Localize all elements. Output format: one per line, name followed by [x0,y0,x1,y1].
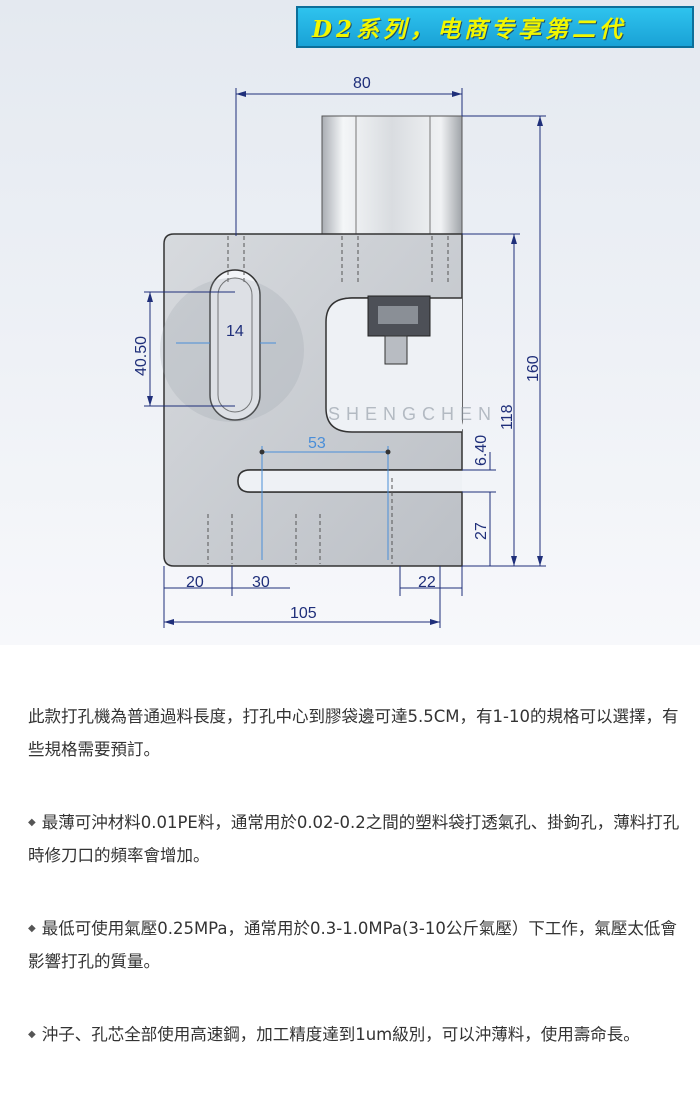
technical-drawing: SHENGCHEN [133,75,546,628]
dim-105: 105 [290,605,317,622]
air-cylinder [321,115,463,235]
dim-20: 20 [186,574,204,591]
dim-22: 22 [418,574,436,591]
watermark-logo [160,278,304,422]
dim-53: 53 [308,435,326,452]
dim-40-50: 40.50 [133,336,150,376]
dim-27: 27 [473,522,490,540]
bullet-item-2: ◆最低可使用氣壓0.25MPa，通常用於0.3-1.0MPa(3-10公斤氣壓）… [28,919,677,971]
dim-14: 14 [226,323,244,340]
oval-slot [209,269,261,421]
bullet-item-1: ◆最薄可沖材料0.01PE料，通常用於0.02-0.2之間的塑料袋打透氣孔、掛鉤… [28,813,680,865]
dim-160: 160 [525,355,542,382]
watermark-text: SHENGCHEN [328,404,497,424]
banner-text: D2系列，电商专享第二代 [312,16,626,43]
dim-118: 118 [499,404,516,430]
dim-6-40: 6.40 [473,435,490,466]
dim-80: 80 [353,75,371,92]
bullet-icon: ◆ [28,923,36,934]
dim-30: 30 [252,574,270,591]
intro-paragraph: 此款打孔機為普通過料長度，打孔中心到膠袋邊可達5.5CM，有1-10的規格可以選… [28,707,679,759]
product-drawing-area: D2系列，电商专享第二代 [0,0,700,645]
bullet-icon: ◆ [28,1029,36,1040]
product-description: 此款打孔機為普通過料長度，打孔中心到膠袋邊可達5.5CM，有1-10的規格可以選… [28,700,684,1091]
bullet-item-3: ◆沖子、孔芯全部使用高速鋼，加工精度達到1um級別，可以沖薄料，使用壽命長。 [28,1025,640,1044]
bullet-icon: ◆ [28,817,36,828]
series-banner: D2系列，电商专享第二代 [296,6,694,48]
